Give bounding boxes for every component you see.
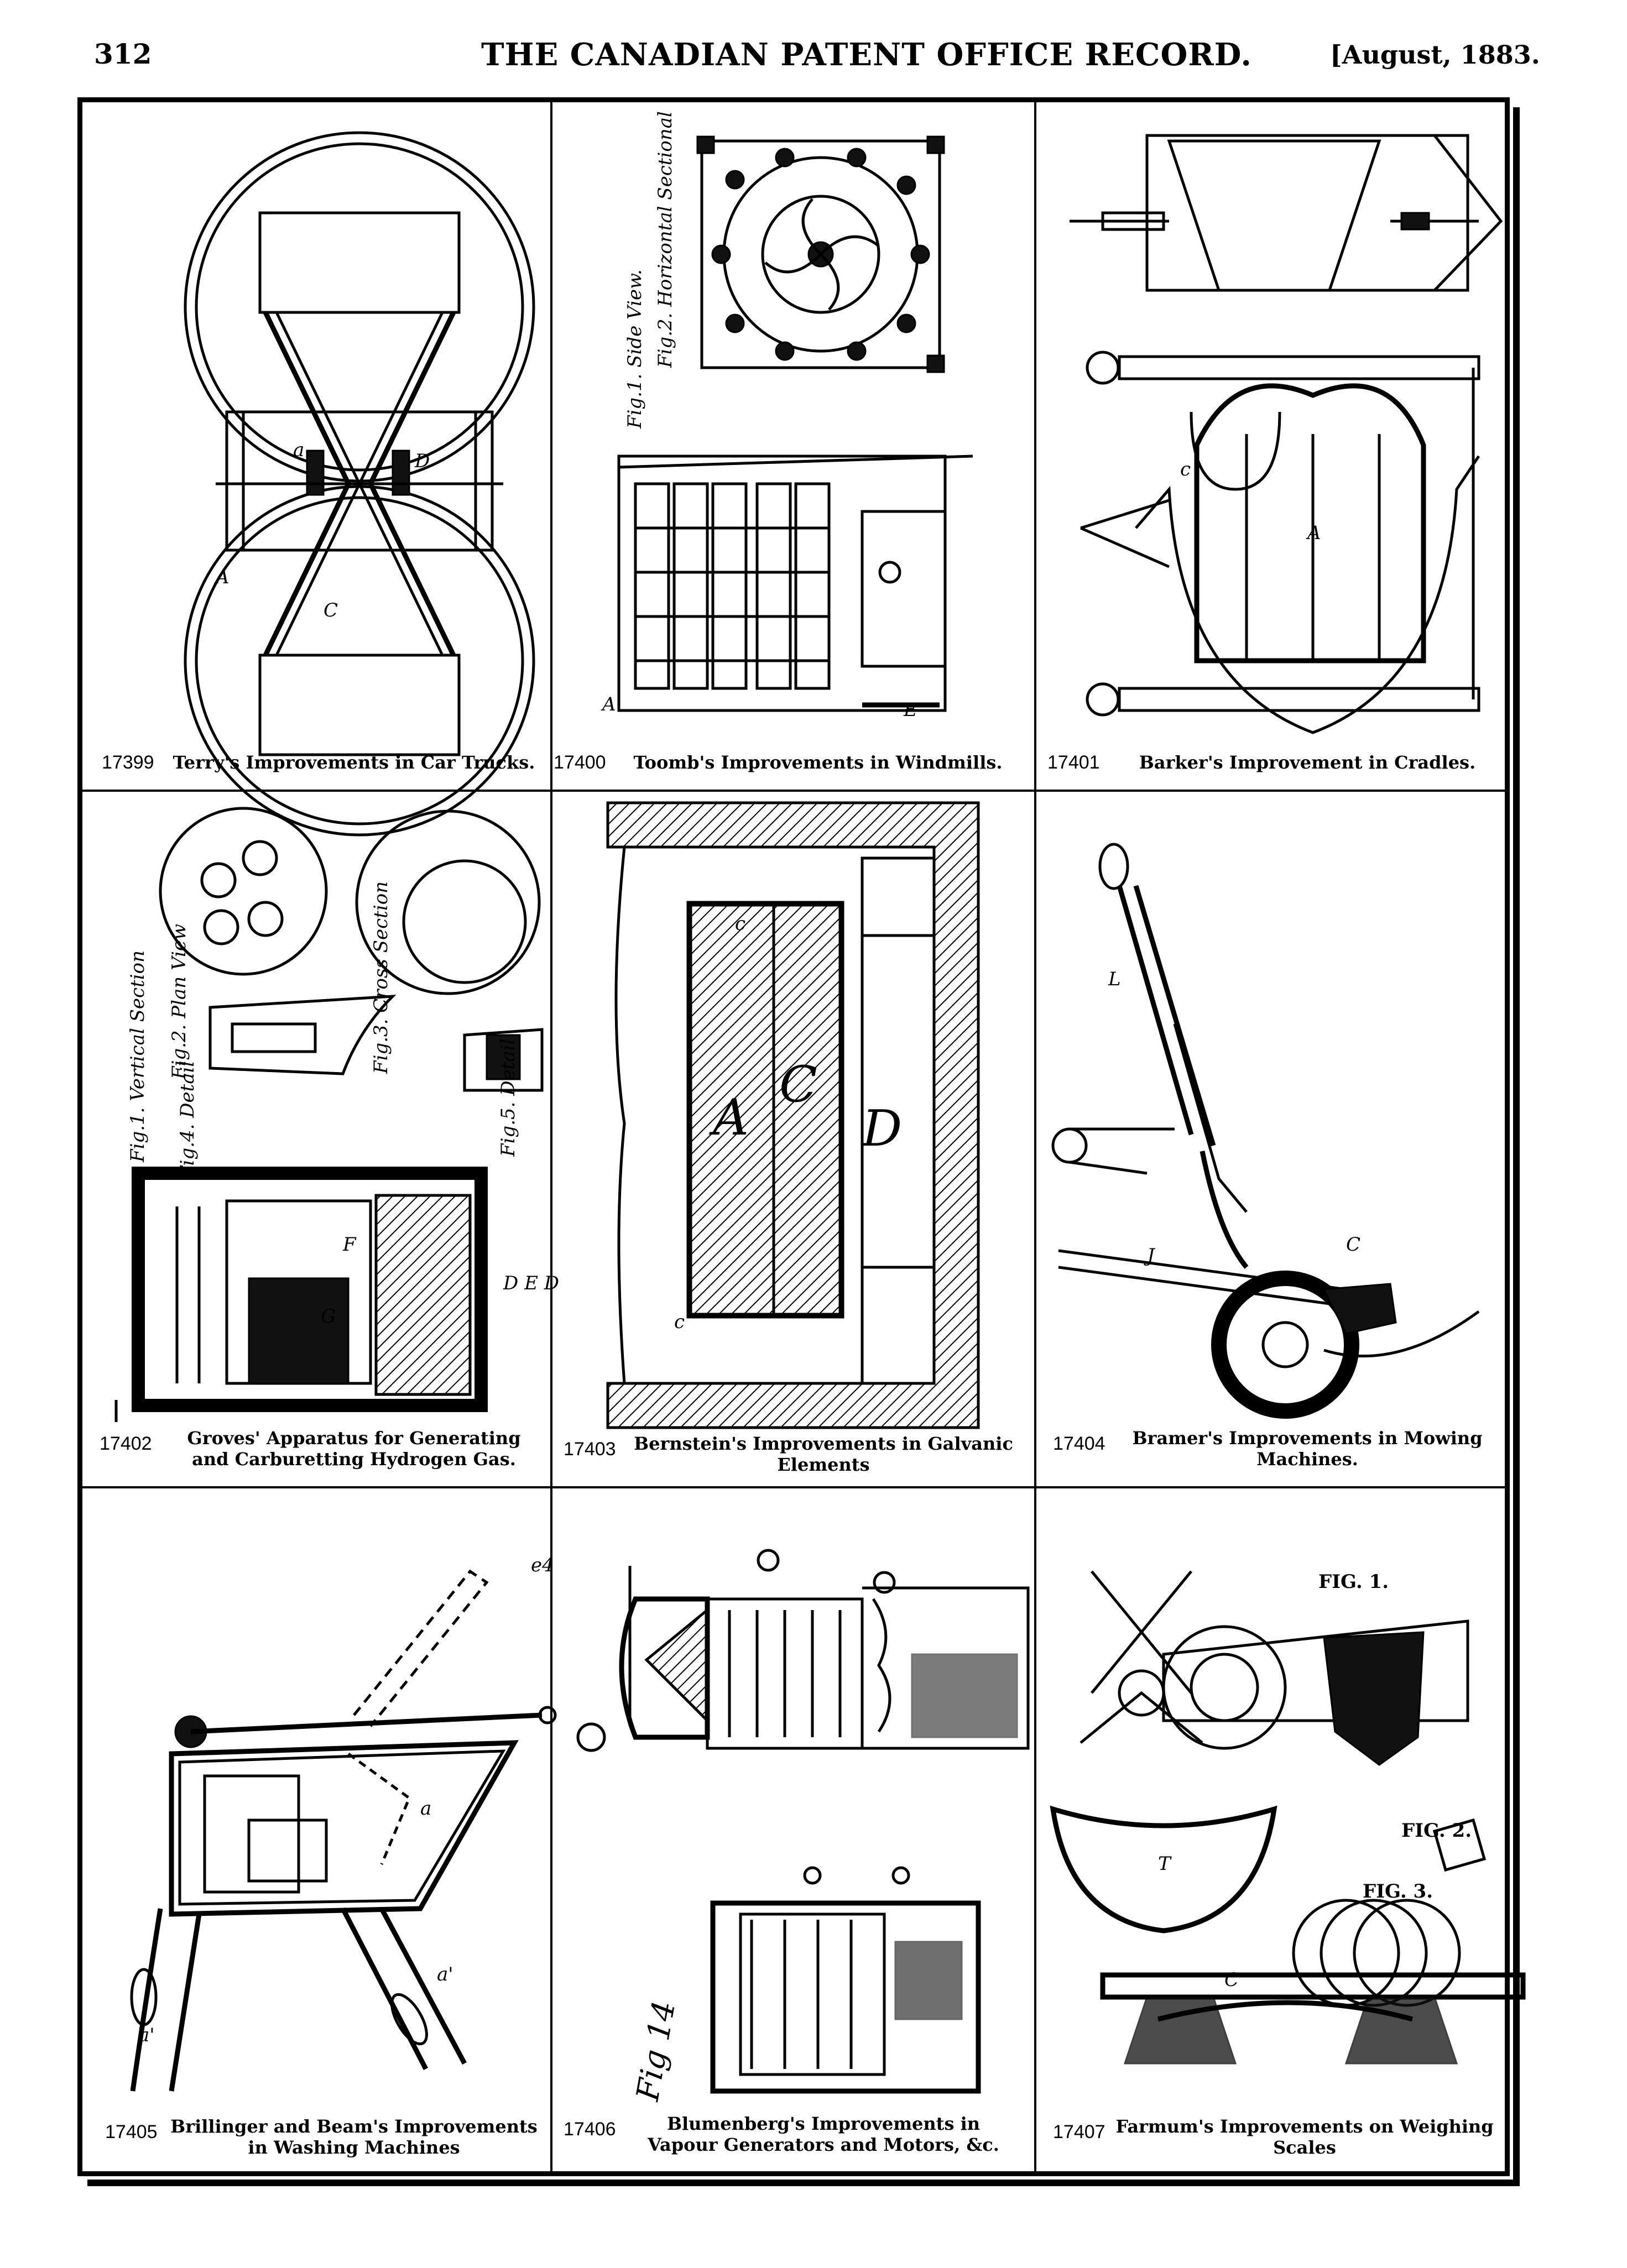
plate-17403: A C D c c 17403 Bernstein's Improvements… [552,792,1034,1486]
gas-apparatus-drawing: Fig.2. Plan View Fig.3. Cross Section Fi… [114,807,559,1422]
caption-text: Terry's Improvements in Car Trucks. [173,752,535,773]
windmill-fig2-label: Fig.2. Horizontal Sectional [654,111,676,368]
gas-fig4-label: Fig.4. Detail [176,1061,199,1179]
svg-text:D E D: D E D [503,1272,559,1294]
frame-shadow [87,107,1520,2186]
gas-fig3-label: Fig.3. Cross Section [370,881,392,1074]
svg-text:E: E [903,699,917,721]
svg-text:A: A [601,693,616,715]
caption-text: Bramer's Improvements in Mowing Machines… [1132,1428,1483,1470]
vapour-fig-label: Fig 14 [630,1998,683,2104]
svg-text:c: c [735,913,745,935]
svg-text:C: C [324,599,338,621]
patent-number: 17399 [102,752,154,773]
svg-text:e4: e4 [531,1554,554,1576]
galvanic-element-drawing: A C D c c [606,801,980,1429]
svg-text:a': a' [138,2024,155,2046]
gas-fig1-label: Fig.1. Vertical Section [127,950,149,1163]
plate-17402: Fig.2. Plan View Fig.3. Cross Section Fi… [83,792,559,1486]
row-rule-1 [80,790,1507,792]
svg-text:T: T [1158,1853,1172,1875]
plate-17405: a e4 a' a' 17405 Brillinger and Beam's I… [83,1488,557,2174]
windmill-fig1-label: Fig.1. Side View. [624,269,646,429]
patent-number: 17400 [554,752,606,773]
caption-text: Groves' Apparatus for Generating and Car… [187,1428,521,1470]
scale-fig1-label: FIG. 1. [1318,1571,1389,1593]
galvanic-label-A: A [709,1089,749,1147]
galvanic-label-C: C [779,1055,817,1114]
running-header: 312 THE CANADIAN PATENT OFFICE RECORD. [… [0,32,1627,82]
svg-text:a: a [293,439,304,461]
plate-17404: L J C 17404 Bramer's Improvements in Mow… [1036,792,1507,1486]
svg-text:J: J [1144,1245,1156,1267]
plate-frame [77,97,1510,2176]
galvanic-label-D: D [861,1100,902,1158]
patent-number: 17404 [1053,1433,1105,1454]
svg-text:F: F [342,1234,357,1256]
weighing-scale-drawing: FIG. 1. FIG. 2. FIG. 3. T C [1050,1570,1526,2065]
svg-text:G: G [321,1305,336,1328]
svg-text:c: c [1180,458,1191,480]
svg-text:L: L [1108,968,1121,990]
patent-number: 17407 [1053,2121,1105,2142]
patent-number: 17402 [100,1433,152,1454]
svg-text:C: C [1346,1234,1360,1256]
washing-machine-drawing: a e4 a' a' [130,1554,557,2092]
cradle-drawing: A c [1070,134,1503,734]
issue-date: [August, 1883. [1330,40,1540,70]
caption-text: Blumenberg's Improvements in Vapour Gene… [648,2113,999,2155]
svg-text:a': a' [437,1963,453,1985]
journal-title: THE CANADIAN PATENT OFFICE RECORD. [481,36,1252,73]
mowing-machine-drawing: L J C [1051,843,1480,1419]
column-rule-1 [550,100,552,2173]
caption-text: Bernstein's Improvements in Galvanic Ele… [634,1433,1013,1475]
caption-text: Barker's Improvement in Cradles. [1139,752,1476,773]
gas-fig5-label: Fig.5. Detail [497,1039,519,1157]
car-truck-drawing: a D C A [184,131,535,837]
caption-text: Toomb's Improvements in Windmills. [633,752,1003,773]
plate-17406: Fig 14 17406 Blumenberg's Improvements i… [552,1488,1034,2174]
column-rule-2 [1034,100,1036,2173]
plate-17401: A c 17401 Barker's Improvement in Cradle… [1036,102,1507,790]
vapour-generator-drawing: Fig 14 [576,1549,1030,2104]
row-rule-2 [80,1486,1507,1488]
caption-text: Brillinger and Beam's Improvements in Wa… [170,2116,538,2158]
patent-number: 17401 [1047,752,1100,773]
gas-fig2-label: Fig.2. Plan View [168,924,190,1080]
patent-number: 17403 [564,1439,616,1460]
patent-number: 17405 [105,2121,158,2142]
svg-text:C: C [1224,1969,1239,1991]
plate-17400: Fig.2. Horizontal Sectional Fig.1. Side … [552,102,1034,790]
page-number: 312 [94,38,152,70]
svg-text:A: A [214,566,230,588]
patent-number: 17406 [564,2119,616,2140]
plate-17399: a D C A 17399 Terry's Improvements in Ca… [83,102,550,837]
caption-text: Farmum's Improvements on Weighing Scales [1115,2116,1494,2158]
svg-text:a: a [420,1797,431,1820]
svg-text:c: c [674,1311,685,1333]
svg-text:D: D [414,450,430,472]
svg-text:A: A [1306,522,1321,544]
plate-17407: FIG. 1. FIG. 2. FIG. 3. T C 17407 Farmum… [1036,1488,1526,2174]
windmill-drawing: Fig.2. Horizontal Sectional Fig.1. Side … [601,111,973,721]
scale-fig3-label: FIG. 3. [1363,1880,1433,1903]
